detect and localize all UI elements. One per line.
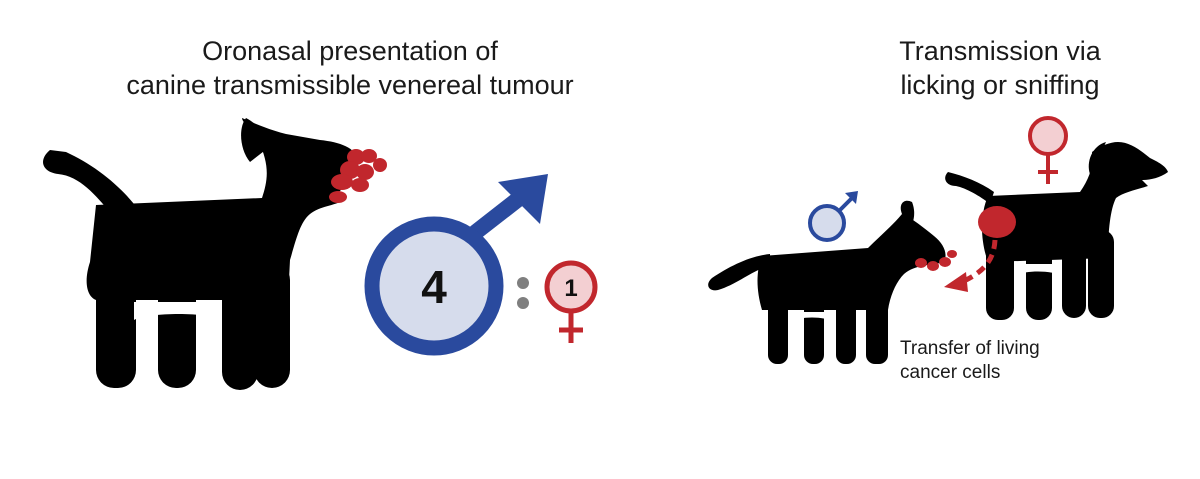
right-title-line2: licking or sniffing <box>900 70 1100 100</box>
right-title-line1: Transmission via <box>899 36 1101 66</box>
large-dog-icon <box>43 118 359 390</box>
male-symbol-small-icon <box>808 191 858 242</box>
genital-tumour-icon <box>978 206 1016 238</box>
female-count: 1 <box>564 275 577 302</box>
ratio-colon <box>517 277 529 309</box>
tumour-cluster-icon <box>329 149 387 203</box>
left-title-line2: canine transmissible venereal tumour <box>126 70 574 100</box>
female-symbol-large-icon <box>544 260 598 343</box>
female-symbol-small-icon <box>1028 116 1068 184</box>
male-count: 4 <box>421 261 447 313</box>
sniffing-dog-icon <box>708 200 946 364</box>
standing-dog-icon <box>945 142 1168 320</box>
left-title-line1: Oronasal presentation of <box>202 36 498 66</box>
caption-line1: Transfer of living <box>900 338 1040 359</box>
left-panel-title: Oronasal presentation of canine transmis… <box>60 34 640 102</box>
male-symbol-large-icon <box>364 174 548 356</box>
transfer-arrow-icon <box>944 239 998 292</box>
caption-line2: cancer cells <box>900 362 1001 383</box>
transfer-caption: Transfer of living cancer cells <box>900 337 1040 385</box>
right-panel-title: Transmission via licking or sniffing <box>840 34 1160 102</box>
small-tumour-icon <box>915 250 957 271</box>
